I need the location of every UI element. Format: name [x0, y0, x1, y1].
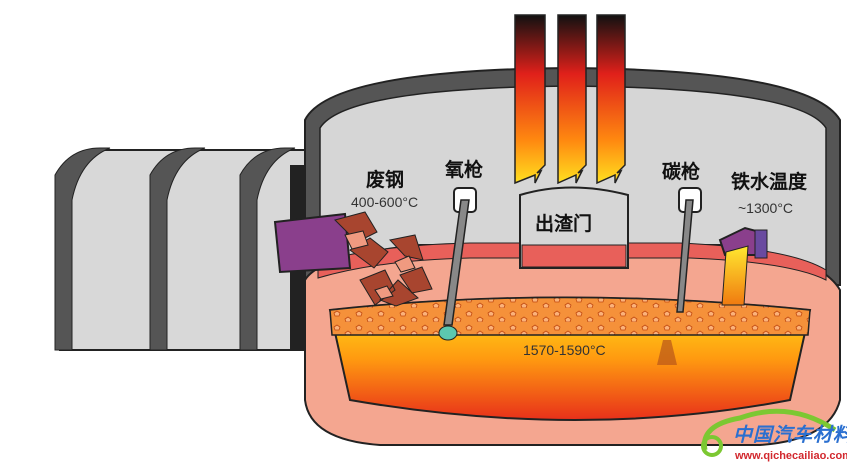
hot-metal-ladle	[718, 226, 768, 306]
carbon-lance	[657, 187, 702, 365]
electrode-1	[514, 14, 546, 185]
scrap-label: 废钢	[366, 169, 405, 191]
watermark-logo	[701, 408, 837, 457]
scrap-chute	[273, 211, 433, 307]
furnace-vessel	[304, 242, 841, 446]
oxygen-lance	[438, 187, 477, 341]
electrode-3	[596, 14, 626, 185]
slag-door	[519, 186, 629, 269]
slag-door-label: 出渣门	[535, 213, 593, 235]
watermark-url: www.qichecailiao.com	[735, 450, 847, 462]
electrode-2	[557, 14, 587, 185]
electrodes	[514, 14, 626, 185]
scrap-temp-label: 400-600°C	[351, 194, 419, 210]
watermark-name: 中国汽车材料网	[733, 424, 847, 446]
hot-metal-temp-title: 铁水温度	[731, 171, 808, 193]
melt-temp-label: 1570-1590°C	[523, 342, 606, 358]
hot-metal-temp-value: ~1300°C	[738, 200, 794, 216]
oxygen-lance-label: 氧枪	[445, 159, 484, 181]
carbon-lance-label: 碳枪	[662, 161, 701, 183]
